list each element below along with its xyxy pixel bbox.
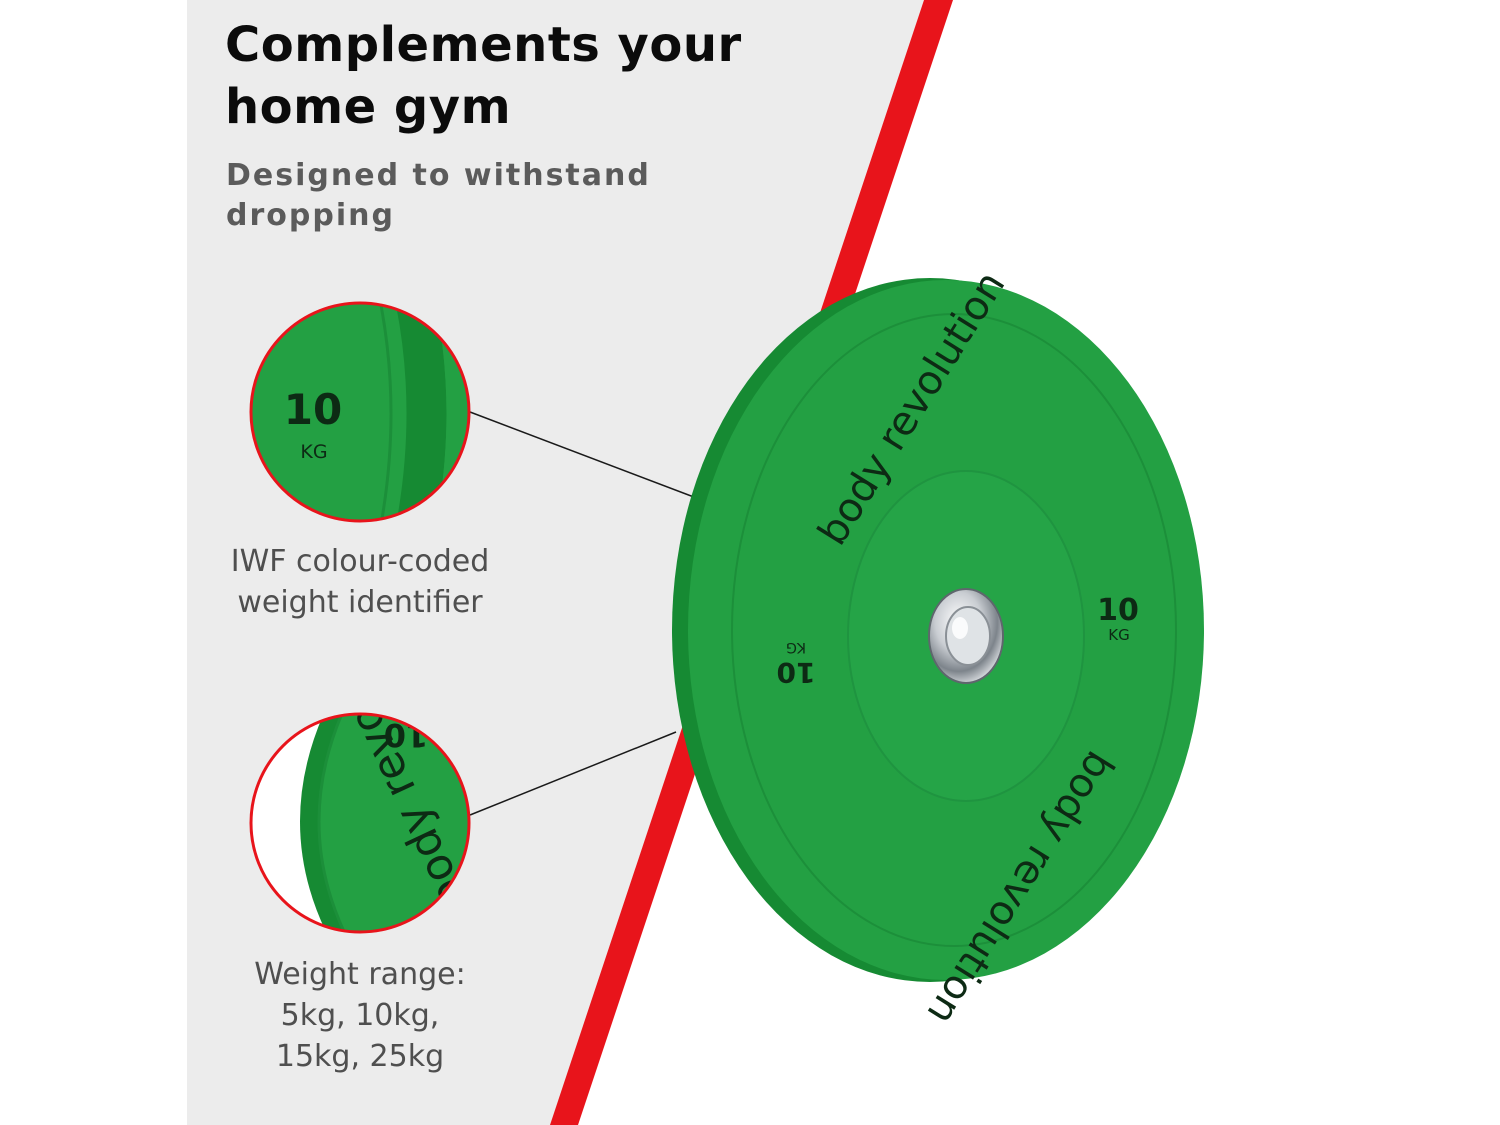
plate-weight-unit: KG: [1108, 626, 1129, 644]
caption-line: IWF colour-coded: [230, 544, 490, 579]
subheadline-line-1: Designed to withstand: [226, 158, 651, 193]
headline-line-2: home gym: [225, 79, 512, 135]
zoom-circle-plate-edge: 10 body revolution: [249, 712, 471, 934]
feature-caption-weight-range: Weight range: 5kg, 10kg, 15kg, 25kg: [200, 954, 520, 1077]
plate-weight-unit-mirrored: KG: [786, 639, 806, 655]
plate-weight-number: 10: [1097, 593, 1139, 628]
feature-caption-colour-coded: IWF colour-coded weight identifier: [200, 541, 520, 623]
subheadline-line-2: dropping: [226, 198, 395, 233]
plate-hub-shine: [952, 617, 968, 639]
caption-line: weight identifier: [237, 585, 483, 620]
caption-line: 15kg, 25kg: [275, 1039, 445, 1074]
subheadline: Designed to withstand dropping: [226, 156, 651, 236]
plate-hub-hole: [945, 606, 991, 666]
weight-plate: body revolution body revolution 10 KG 10…: [672, 263, 1204, 1033]
zoom-circle-weight-label: 10 KG: [249, 301, 471, 523]
headline-line-1: Complements your: [225, 17, 742, 73]
plate-inner-ring: [731, 313, 1177, 947]
callout-line-top: [469, 411, 708, 503]
caption-line: 5kg, 10kg,: [280, 998, 440, 1033]
plate-weight-number-mirrored: 10: [777, 656, 816, 689]
headline: Complements your home gym: [225, 14, 742, 138]
zoom-weight-unit: KG: [300, 441, 327, 463]
zoom-weight-number: 10: [284, 385, 342, 434]
callout-line-bottom: [469, 731, 677, 816]
caption-line: Weight range:: [254, 957, 466, 992]
